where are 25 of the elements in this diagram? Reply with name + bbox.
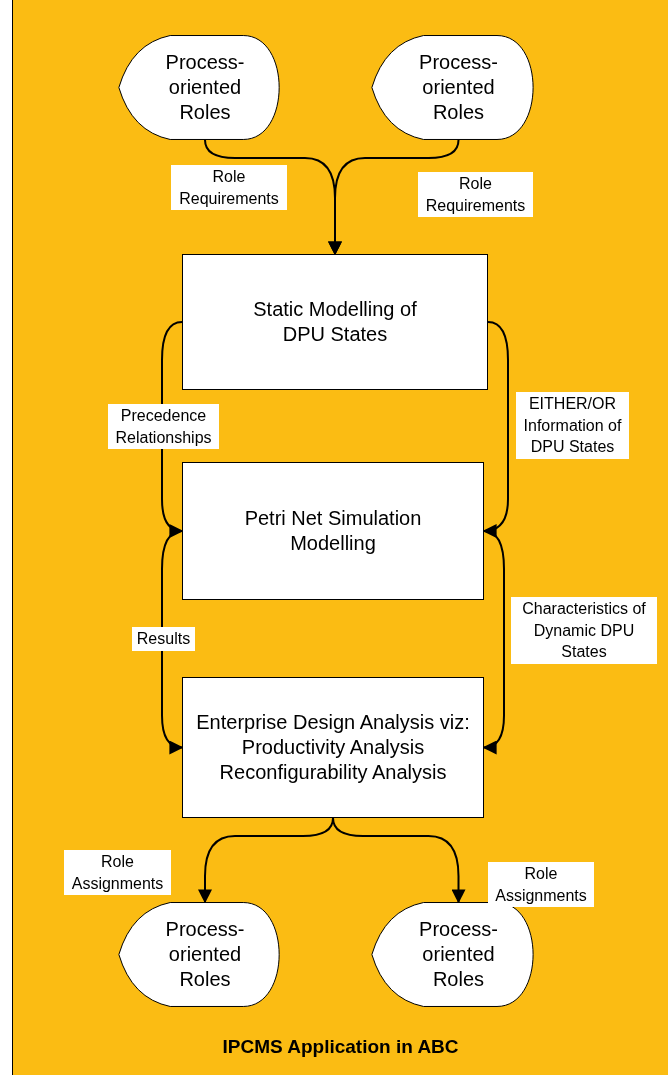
edge-label: Role Assignments xyxy=(488,862,594,908)
process-box xyxy=(182,254,488,390)
arrow xyxy=(328,139,460,256)
node-label: Petri Net Simulation Modelling xyxy=(243,506,423,556)
process-box xyxy=(182,462,484,600)
edge-label: Characteristics of Dynamic DPU States xyxy=(511,597,657,664)
node-label: Process-oriented Roles xyxy=(164,50,246,125)
edge-label: Role Assignments xyxy=(64,850,171,896)
arrow xyxy=(332,817,466,904)
node-label: Process-oriented Roles xyxy=(418,917,499,992)
node-label: Static Modelling of DPU States xyxy=(252,297,418,347)
process-box xyxy=(182,677,484,818)
edge-label: Role Requirements xyxy=(418,172,533,218)
edge-label: Role Requirements xyxy=(171,165,287,211)
edge-label: Results xyxy=(132,627,195,651)
node-label: Productivity Analysis Reconfigurability Analysis xyxy=(218,735,448,785)
node-label: Process-oriented Roles xyxy=(418,50,499,125)
arrow xyxy=(482,530,505,754)
node-label: Enterprise Design Analysis viz: xyxy=(196,710,470,735)
edge-label: Precedence Relationships xyxy=(108,404,219,450)
edge-label: EITHER/OR Information of DPU States xyxy=(516,392,629,459)
application-panel xyxy=(12,0,668,1075)
panel-title: IPCMS Application in ABC xyxy=(221,1036,460,1058)
arrow xyxy=(161,530,184,754)
node-label: Process-oriented Roles xyxy=(164,917,246,992)
